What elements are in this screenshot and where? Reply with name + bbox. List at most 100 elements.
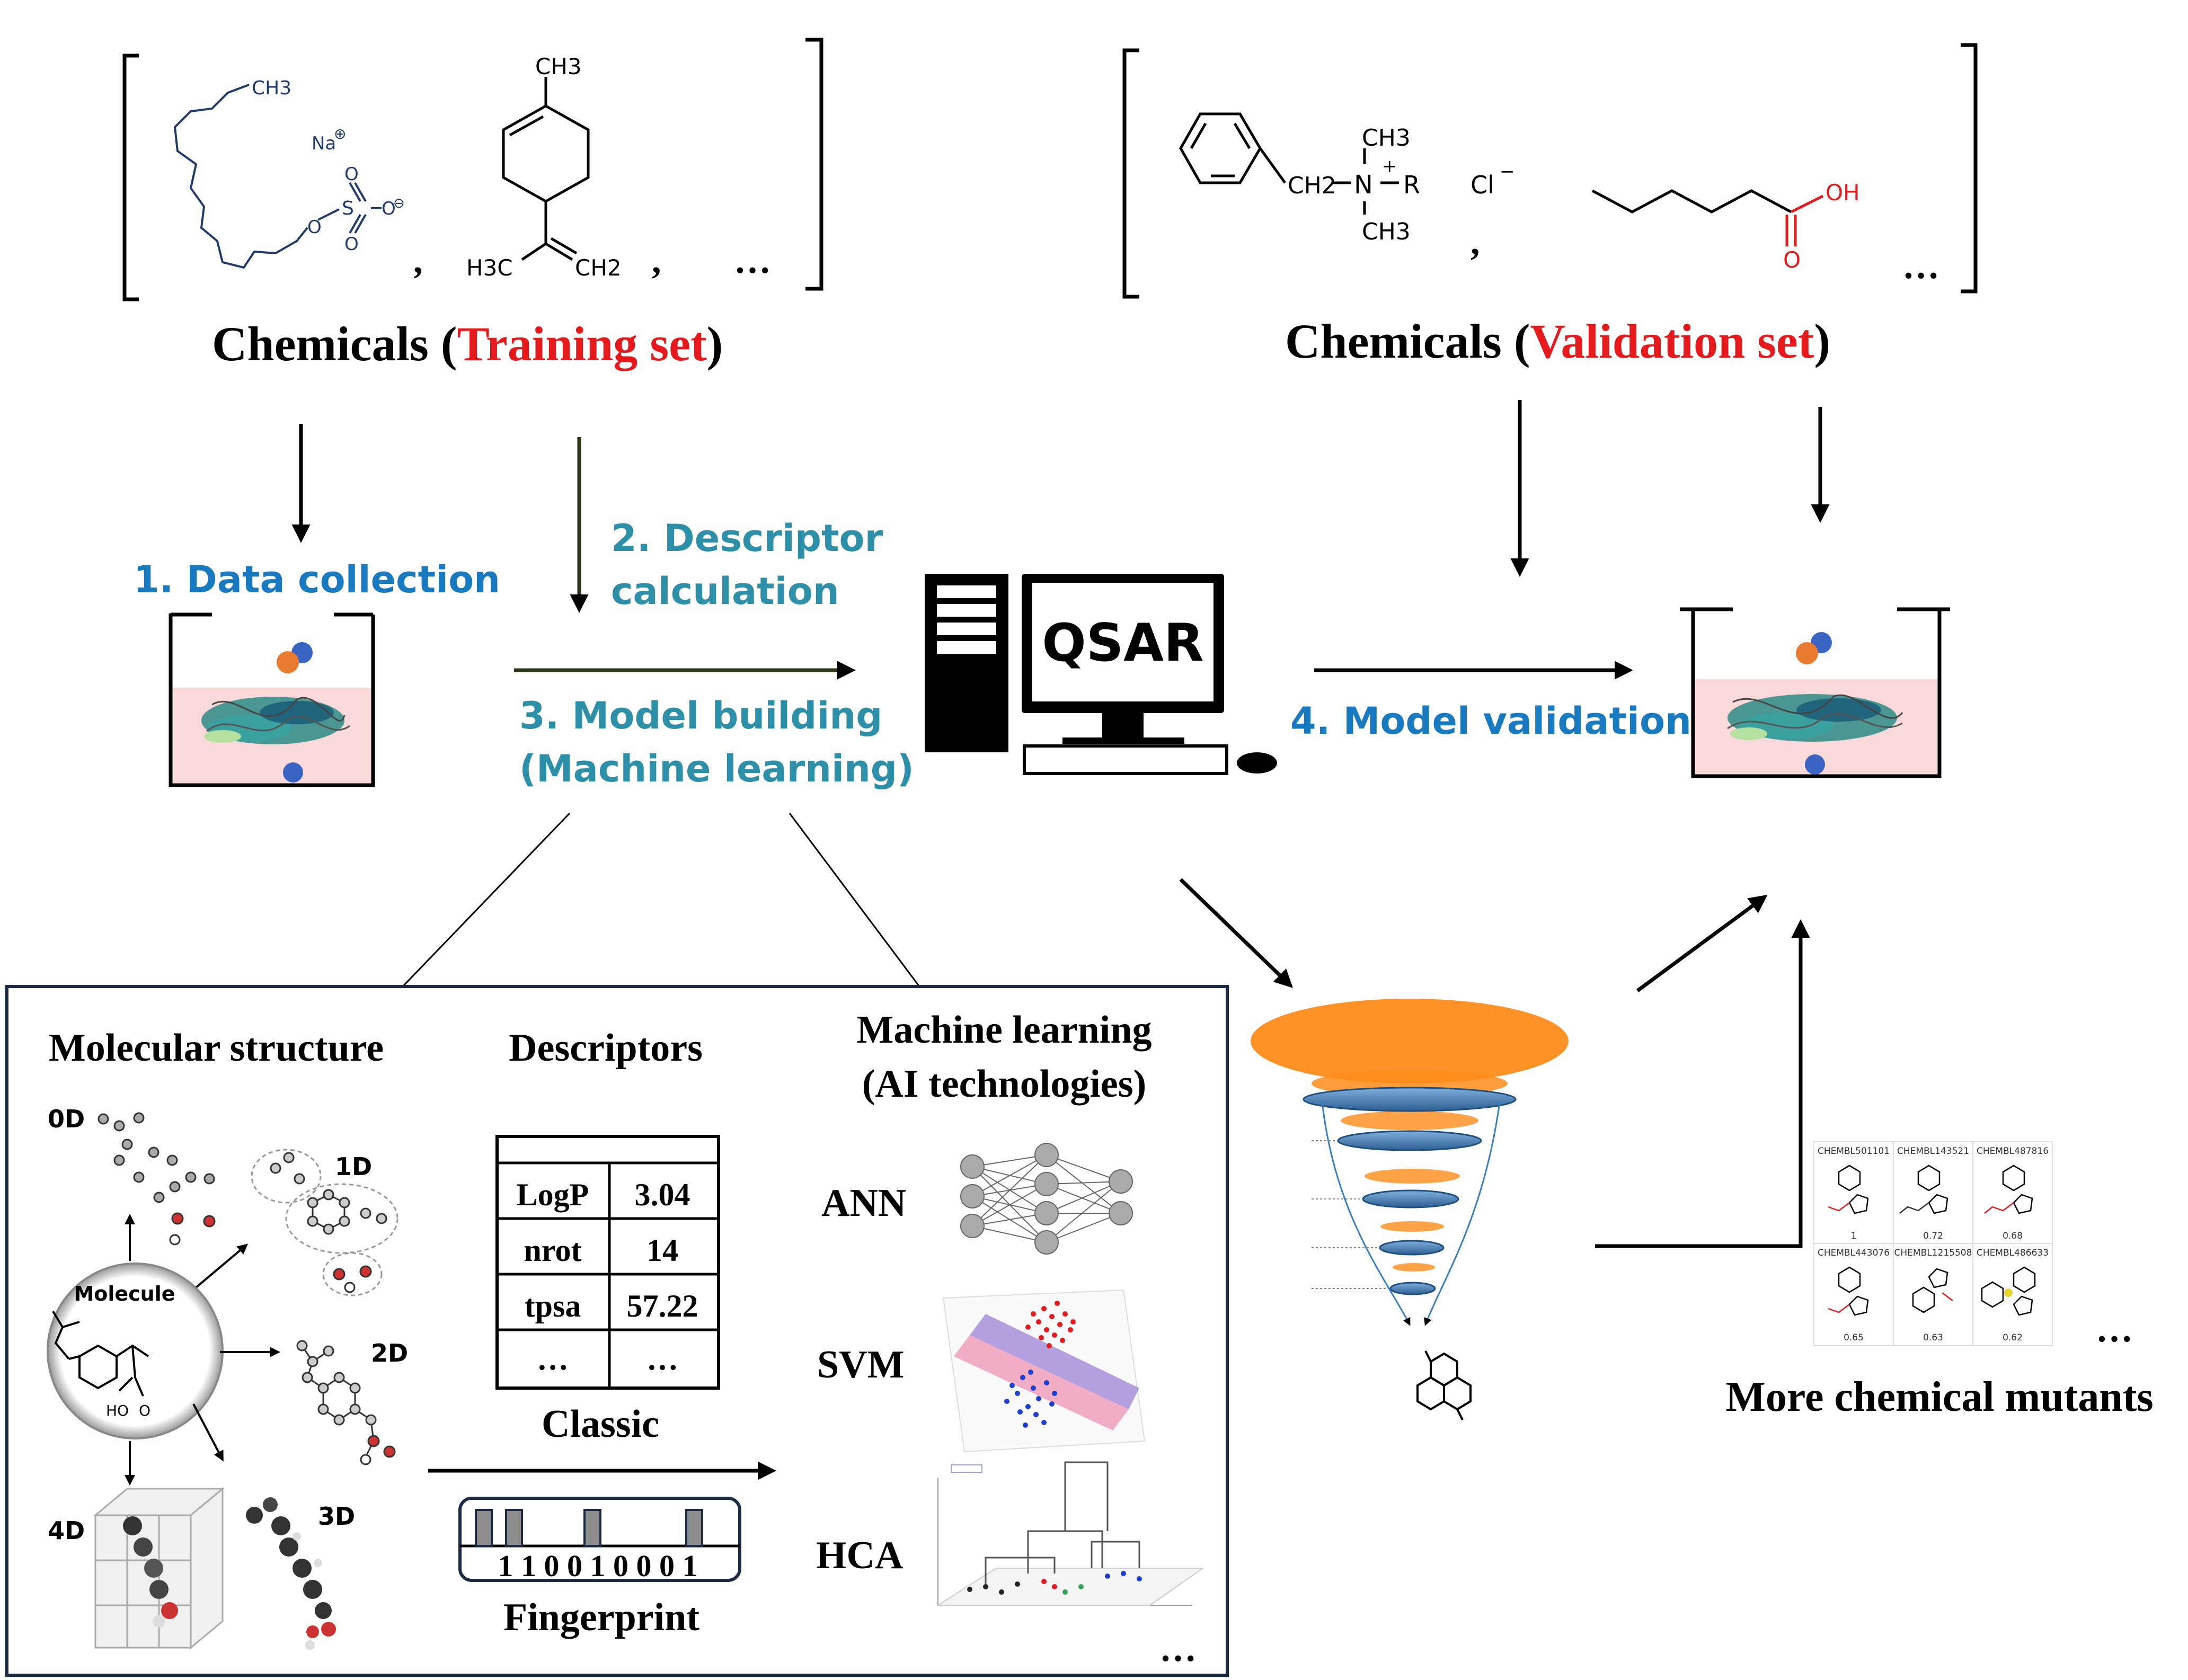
- mutant-value-6: 0.62: [2003, 1332, 2023, 1343]
- limonene-molecule: [502, 77, 590, 261]
- molecule-label: Molecule: [74, 1282, 175, 1305]
- molecule-dimensions: 0D 1D Molecule: [47, 1105, 408, 1650]
- limonene-h3c: H3C: [466, 255, 513, 281]
- left-bracket: [1122, 48, 1139, 299]
- sds-s: S: [342, 198, 354, 219]
- arrow-funnel-to-beaker: [1636, 894, 1768, 992]
- desc-row1-name: LogP: [517, 1177, 589, 1212]
- training-sep-2: ,: [652, 241, 661, 281]
- descriptor-table: LogP 3.04 nrot 14 tpsa 57.22 … …: [495, 1135, 720, 1390]
- benzalkonium-r: R: [1403, 171, 1420, 199]
- svm-plot: [942, 1289, 1146, 1453]
- left-bracket: [122, 54, 139, 301]
- beaker-right: [1680, 607, 1950, 778]
- benzalkonium-ch3-bottom: CH3: [1362, 218, 1411, 245]
- mutant-value-3: 0.68: [2003, 1231, 2023, 1241]
- method-hca: HCA: [816, 1534, 903, 1577]
- step-2-label-line1: 2. Descriptor: [611, 517, 883, 560]
- fingerprint-bits: 1 1 0 0 1 0 0 0 1: [498, 1549, 698, 1583]
- right-bracket: [1961, 43, 1978, 294]
- sds-na-charge: ⊕: [334, 125, 346, 143]
- sds-na: Na: [312, 133, 336, 154]
- training-title: Chemicals (Training set): [212, 317, 723, 371]
- molecule-ho: HO: [106, 1402, 129, 1419]
- hit-molecule: [1416, 1350, 1472, 1420]
- atoms-2d: [296, 1340, 396, 1465]
- arrow-mutants-to-beaker: [1595, 919, 1810, 1248]
- training-sep-1: ,: [413, 241, 423, 281]
- step-4-label: 4. Model validation: [1290, 699, 1691, 743]
- dim-4d: 4D: [48, 1516, 85, 1545]
- mutant-id-1: CHEMBL501101: [1818, 1146, 1890, 1157]
- limonene-ch3: CH3: [535, 54, 582, 79]
- connector-left: [402, 812, 571, 988]
- desc-row3-value: 57.22: [627, 1288, 698, 1323]
- atoms-0d: [98, 1112, 216, 1246]
- screening-funnel: [1251, 999, 1569, 1420]
- mutant-id-6: CHEMBL486633: [1977, 1248, 2049, 1258]
- validation-title: Chemicals (Validation set): [1285, 314, 1830, 368]
- atoms-1d-ring: [270, 1152, 387, 1293]
- mutants-grid: CHEMBL501101 CHEMBL143521 CHEMBL487816 C…: [1813, 1141, 2133, 1350]
- mouse: [1237, 752, 1277, 774]
- qsar-screen-label: QSAR: [1042, 613, 1203, 673]
- mol-structure-title: Molecular structure: [49, 1026, 384, 1070]
- mutants-title: More chemical mutants: [1725, 1374, 2153, 1420]
- dim-1d: 1D: [335, 1152, 372, 1181]
- mutant-value-2: 0.72: [1923, 1231, 1943, 1241]
- ball-stick-3d: [246, 1497, 336, 1650]
- mutant-id-4: CHEMBL443076: [1818, 1248, 1890, 1258]
- ml-ellipsis: …: [1159, 1629, 1197, 1669]
- training-ellipsis: …: [734, 241, 771, 281]
- mutant-id-3: CHEMBL487816: [1977, 1146, 2049, 1157]
- desc-row3-name: tpsa: [525, 1288, 581, 1323]
- mutant-id-5: CHEMBL1215508: [1894, 1248, 1972, 1258]
- arrow-to-funnel: [1179, 878, 1294, 988]
- sds-o-top: O: [344, 164, 359, 185]
- mutant-value-4: 0.65: [1844, 1332, 1864, 1343]
- limonene-ch2: CH2: [575, 255, 622, 281]
- molecule-o: O: [139, 1402, 150, 1419]
- step-1-label: 1. Data collection: [134, 558, 500, 601]
- benzalkonium-ch2: CH2: [1288, 172, 1336, 199]
- qsar-computer: QSAR: [925, 574, 1277, 775]
- ball-stick-4d: [123, 1516, 178, 1628]
- ibuprofen-skeleton: [52, 1310, 149, 1397]
- dim-0d: 0D: [48, 1105, 85, 1133]
- dim-2d: 2D: [371, 1339, 408, 1367]
- benzalkonium-cl-charge: −: [1500, 161, 1515, 182]
- orange-dot-cloud: [1251, 999, 1569, 1272]
- beaker-left: [169, 612, 375, 787]
- funnel-disks: [1303, 1087, 1517, 1295]
- protein-blob: [1727, 694, 1903, 742]
- step-2-label-line2: calculation: [611, 570, 839, 613]
- ml-title-line1: Machine learning: [856, 1008, 1151, 1052]
- hexanoic-acid-molecule: [1591, 189, 1824, 246]
- sds-o-charge: ⊖: [393, 195, 405, 211]
- validation-sep: ,: [1471, 222, 1480, 263]
- connector-right: [789, 813, 920, 987]
- mutants-ellipsis: …: [2096, 1309, 2133, 1350]
- right-bracket: [805, 38, 823, 291]
- sds-molecule: [173, 84, 382, 269]
- sds-o-right: O: [382, 198, 396, 219]
- desc-row4-name: …: [537, 1341, 569, 1376]
- sds-o-link: O: [307, 217, 322, 238]
- benzalkonium-n: N: [1354, 170, 1373, 200]
- hexanoic-o: O: [1783, 247, 1801, 273]
- desc-row2-value: 14: [646, 1233, 678, 1268]
- mutant-value-1: 1: [1851, 1231, 1857, 1241]
- atoms-1d: [251, 1149, 398, 1296]
- ml-panel-border: [5, 985, 1229, 1677]
- grid-cube-4d: [93, 1487, 225, 1650]
- training-set-group: CH3 Na ⊕ O S O O O ⊖ , CH3 H3C CH2 , … C…: [122, 38, 823, 371]
- benzalkonium-plus: +: [1382, 156, 1397, 177]
- benzalkonium-ch3-top: CH3: [1362, 125, 1411, 152]
- hca-plot: [936, 1461, 1205, 1606]
- descriptors-title: Descriptors: [509, 1026, 703, 1070]
- step-3-label-line2: (Machine learning): [519, 747, 914, 790]
- fingerprint-label: Fingerprint: [503, 1596, 699, 1639]
- method-ann: ANN: [821, 1181, 906, 1225]
- desc-row1-value: 3.04: [635, 1177, 690, 1212]
